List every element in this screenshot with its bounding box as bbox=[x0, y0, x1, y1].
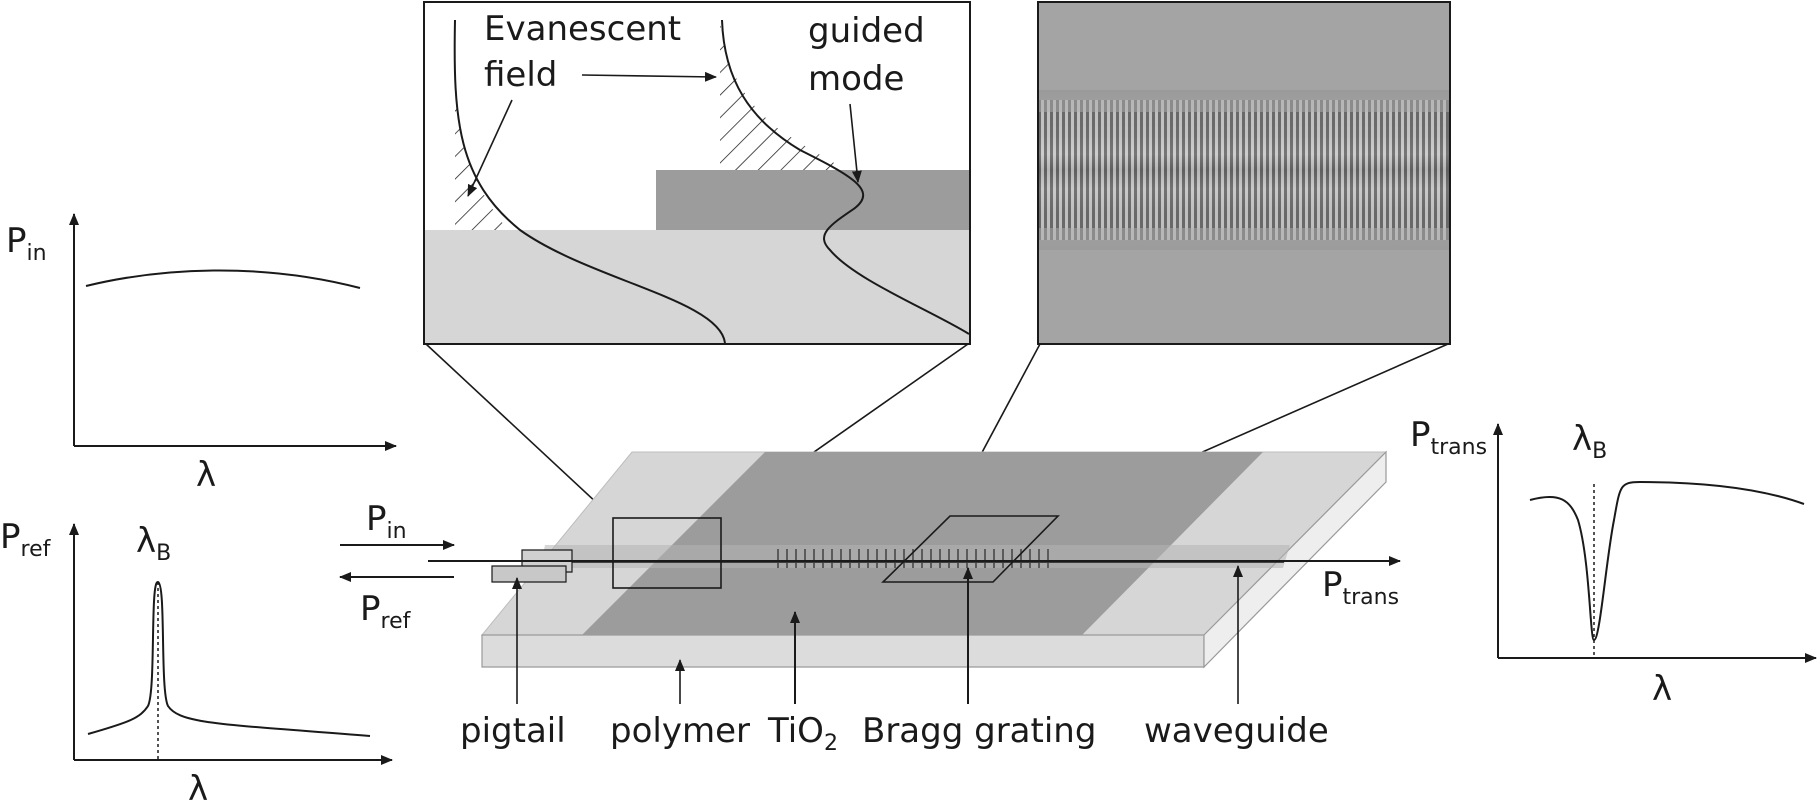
inset-substrate-light bbox=[425, 230, 969, 343]
label-bragg: Bragg grating bbox=[862, 711, 1096, 751]
device bbox=[428, 450, 1401, 669]
inset-waveguide-dark bbox=[656, 170, 969, 230]
evanescent-label-1: Evanescent bbox=[484, 9, 681, 49]
pin-y-label: Pin bbox=[6, 221, 47, 266]
hatch-right bbox=[720, 20, 846, 170]
ptrans-x-label: λ bbox=[1652, 669, 1672, 709]
device-signals: Pin Pref Ptrans bbox=[339, 499, 1399, 634]
label-waveguide: waveguide bbox=[1144, 711, 1329, 751]
plot-pin: Pin λ bbox=[6, 213, 397, 495]
guided-label-2: mode bbox=[808, 59, 904, 99]
guided-label-1: guided bbox=[808, 11, 925, 51]
bottom-arrows bbox=[512, 565, 1243, 704]
device-pin-label: Pin bbox=[366, 499, 407, 544]
inset-evanescent: Evanescent field guided mode bbox=[423, 1, 971, 345]
ptrans-y-label: Ptrans bbox=[1410, 415, 1487, 460]
device-pref-label: Pref bbox=[360, 589, 412, 634]
evanescent-arrow-right bbox=[581, 71, 717, 82]
field-curve-right bbox=[721, 19, 970, 335]
plot-pref: Pref λB λ bbox=[0, 517, 393, 804]
label-pigtail: pigtail bbox=[460, 711, 566, 751]
pref-curve bbox=[87, 580, 371, 737]
guided-arrow bbox=[849, 103, 862, 183]
device-grating bbox=[777, 549, 1049, 568]
evanescent-arrow-left bbox=[467, 99, 513, 197]
label-polymer: polymer bbox=[610, 711, 750, 751]
zoom-box-left bbox=[612, 517, 722, 589]
polymer-right bbox=[1203, 450, 1387, 669]
ptrans-curve bbox=[1529, 480, 1805, 642]
device-ptrans-label: Ptrans bbox=[1322, 565, 1399, 610]
pigtail-bottom bbox=[491, 565, 567, 583]
waveguide bbox=[540, 545, 1290, 568]
pref-x-label: λ bbox=[188, 769, 208, 804]
bottom-labels: pigtail polymer TiO2 Bragg grating waveg… bbox=[460, 711, 1329, 756]
hatch-left bbox=[455, 40, 508, 230]
ptrans-dip-label: λB bbox=[1572, 419, 1607, 464]
inset-sem-image bbox=[1037, 1, 1451, 345]
label-tio2: TiO2 bbox=[767, 711, 838, 756]
pin-curve bbox=[85, 269, 361, 289]
polymer-front bbox=[481, 634, 1205, 668]
pref-peak-label: λB bbox=[136, 521, 171, 566]
pref-y-label: Pref bbox=[0, 517, 52, 562]
evanescent-label-2: field bbox=[484, 55, 557, 95]
plot-ptrans: Ptrans λB λ bbox=[1410, 415, 1817, 709]
field-curve-left bbox=[453, 19, 726, 344]
pin-x-label: λ bbox=[196, 455, 216, 495]
